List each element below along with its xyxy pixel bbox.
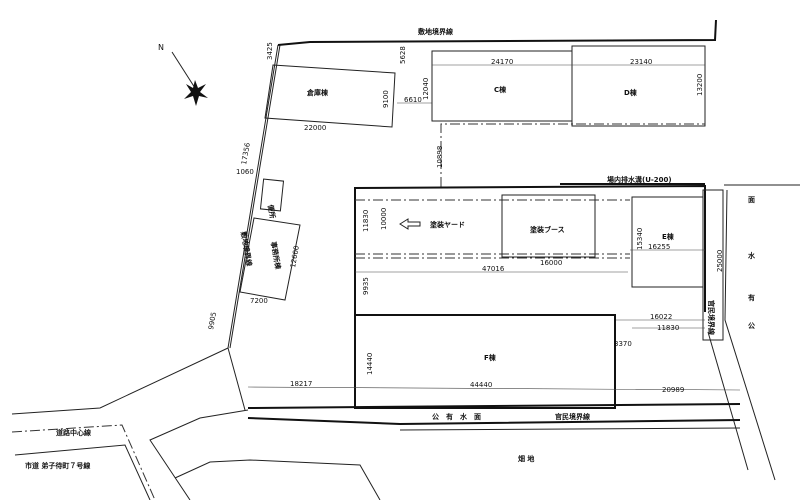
dim-label: 11830 (362, 210, 370, 232)
office-label: 事務所棟 (269, 241, 283, 271)
warehouse-label: 倉庫棟 (306, 88, 329, 97)
city-road-label: 市道 弟子待町７号線 (25, 461, 90, 470)
paint-yard-label: 塗装ヤード (430, 220, 465, 229)
office-building (239, 217, 301, 301)
water-right-char: 水 (748, 251, 756, 260)
dim-label: 6610 (404, 96, 422, 104)
dim-label: 15340 (636, 228, 644, 250)
dim-label: 9935 (362, 277, 370, 295)
drain-label: 場内排水溝(U-200) (607, 175, 672, 184)
dim-label: 13200 (696, 74, 704, 96)
dim-label: 10000 (380, 208, 388, 230)
building-f-label: F棟 (484, 353, 497, 362)
dim-label: 20989 (662, 386, 684, 394)
arrow-left-icon (399, 218, 421, 230)
toilet-building (259, 178, 285, 212)
dim-label: 44440 (470, 381, 492, 389)
dim-label: 5628 (399, 46, 407, 64)
warehouse-building (264, 64, 396, 128)
dim-label: 12600 (289, 245, 301, 268)
dim-label: 12040 (422, 78, 430, 100)
building-d-label: D棟 (624, 88, 638, 97)
dim-label: 23140 (630, 58, 652, 66)
dim-label: 18217 (290, 380, 312, 388)
dim-label: 10898 (436, 146, 444, 168)
road-centerline-label: 道路中心線 (56, 428, 91, 437)
building-c-label: C棟 (494, 85, 507, 94)
dim-label: 24170 (491, 58, 513, 66)
dim-label: 16022 (650, 313, 672, 321)
field-label: 畑 地 (518, 454, 534, 463)
north-arrow-icon: N (158, 43, 208, 106)
boundary-right-label: 官民境界線 (707, 300, 716, 335)
dim-label: 7200 (250, 297, 268, 305)
site-boundary-top-label: 敷地境界線 (418, 27, 453, 36)
paint-booth (501, 194, 596, 258)
dim-label: 17356 (240, 141, 252, 165)
building-e-label: E棟 (662, 232, 675, 241)
toilet-label: 便所 (266, 204, 277, 219)
dim-label: 47016 (482, 265, 505, 273)
dim-label: 3425 (266, 42, 274, 60)
public-water-bottom-label: 公 有 水 面 (432, 412, 481, 421)
dim-label: 3370 (614, 340, 632, 348)
dim-label: 11830 (657, 324, 679, 332)
dim-label: 16255 (648, 243, 670, 251)
building-d (571, 45, 706, 127)
dim-label: 9100 (382, 90, 390, 108)
dim-label: 16000 (540, 259, 562, 267)
water-right-char: 面 (748, 196, 755, 204)
water-right-char: 公 (748, 322, 755, 330)
dim-label: 9905 (207, 311, 218, 330)
water-right-char: 有 (748, 293, 755, 302)
dim-label: 1060 (236, 168, 254, 176)
building-f (354, 314, 616, 409)
site-boundary (277, 19, 717, 46)
paint-booth-label: 塗装ブース (530, 225, 565, 234)
north-label: N (158, 43, 164, 52)
dim-label: 14440 (366, 353, 374, 375)
dim-label: 22000 (304, 124, 326, 132)
dim-label: 25000 (716, 250, 724, 272)
boundary-bottom-label: 官民境界線 (555, 412, 590, 421)
site-boundary-left-label: 敷地境界線 (239, 231, 254, 267)
